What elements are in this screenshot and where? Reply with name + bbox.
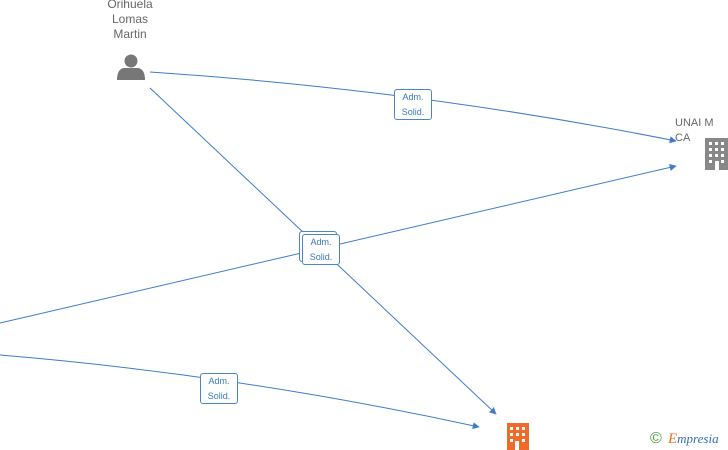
- brand-logo: Empresia: [668, 431, 719, 447]
- edge-label-adm-solid-bottom[interactable]: Adm. Solid.: [200, 373, 238, 404]
- edge-label-adm-solid-top[interactable]: Adm. Solid.: [394, 89, 432, 120]
- brand-initial: E: [668, 431, 678, 447]
- brand-name: mpresia: [677, 431, 719, 446]
- building-icon-unai[interactable]: [705, 138, 728, 170]
- copyright-symbol: ©: [650, 430, 662, 447]
- person-icon[interactable]: [117, 54, 145, 81]
- building-icon-bottom[interactable]: [507, 423, 529, 450]
- company-name-label: UNAI M CA: [675, 117, 714, 144]
- person-name-label: Orihuela Lomas Martin: [107, 0, 153, 41]
- edge-left-to-bottom-company: [0, 354, 480, 430]
- edge-label-adm-solid-middle[interactable]: Adm. Solid.: [302, 234, 340, 265]
